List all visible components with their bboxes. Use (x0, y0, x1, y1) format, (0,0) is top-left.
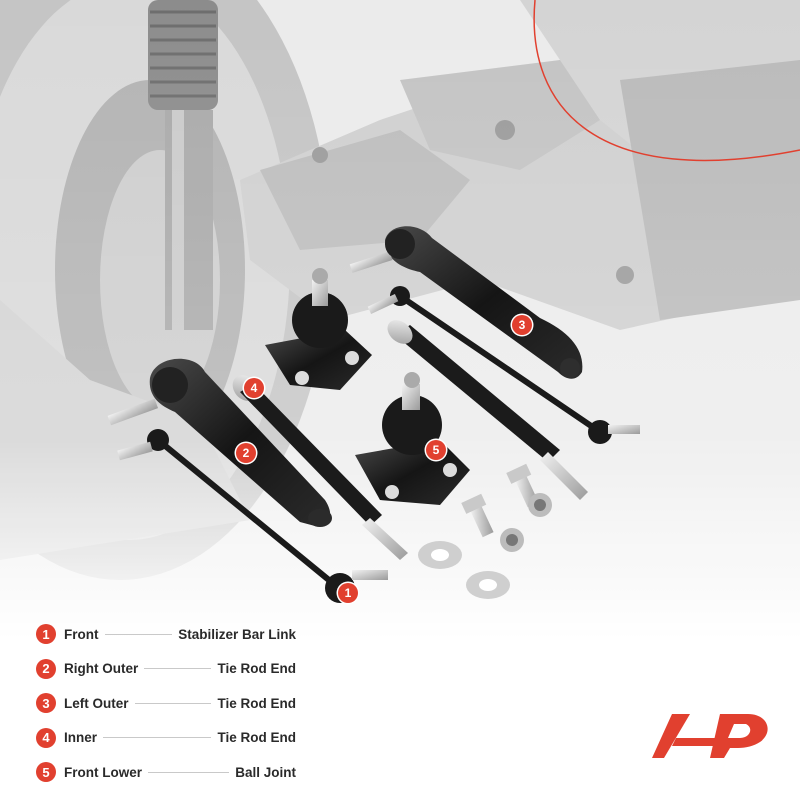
part-right-outer-tie-rod-end (107, 358, 332, 527)
legend-divider (148, 771, 230, 773)
callout-badge-1: 1 (338, 583, 358, 603)
callout-badge-4: 4 (244, 378, 264, 398)
legend-part-name: Stabilizer Bar Link (178, 626, 296, 642)
callout-badge-5: 5 (426, 440, 446, 460)
part-ball-joint-upper (265, 268, 372, 390)
legend-number: 2 (36, 658, 56, 679)
legend-divider (103, 737, 212, 739)
legend-number: 4 (36, 727, 56, 748)
callout-badge-3: 3 (512, 315, 532, 335)
legend-number: 1 (36, 624, 56, 645)
legend-part-name: Tie Rod End (217, 730, 296, 746)
legend-row: 4 Inner Tie Rod End (36, 721, 296, 756)
legend-position: Right Outer (64, 661, 139, 677)
callout-badge-2: 2 (236, 443, 256, 463)
legend-row: 3 Left Outer Tie Rod End (36, 686, 296, 721)
parts-legend: 1 Front Stabilizer Bar Link 2 Right Oute… (36, 617, 296, 790)
accent-arc (533, 0, 800, 162)
legend-number: 3 (36, 693, 56, 714)
legend-row: 1 Front Stabilizer Bar Link (36, 617, 296, 652)
legend-divider (134, 702, 212, 704)
legend-divider (104, 633, 173, 635)
brand-logo-icon (652, 714, 768, 758)
legend-row: 5 Front Lower Ball Joint (36, 755, 296, 790)
legend-position: Left Outer (64, 695, 129, 711)
part-inner-tie-rod-end-right (387, 320, 588, 500)
legend-position: Inner (64, 730, 98, 746)
legend-position: Front (64, 626, 99, 642)
legend-position: Front Lower (64, 764, 142, 780)
legend-part-name: Tie Rod End (217, 661, 296, 677)
hardware-kit (418, 463, 552, 599)
legend-row: 2 Right Outer Tie Rod End (36, 652, 296, 687)
part-stabilizer-link-right (367, 286, 640, 444)
legend-divider (144, 668, 212, 670)
legend-part-name: Tie Rod End (217, 695, 296, 711)
legend-part-name: Ball Joint (235, 764, 296, 780)
legend-number: 5 (36, 762, 56, 783)
part-left-outer-tie-rod-end (349, 226, 583, 379)
